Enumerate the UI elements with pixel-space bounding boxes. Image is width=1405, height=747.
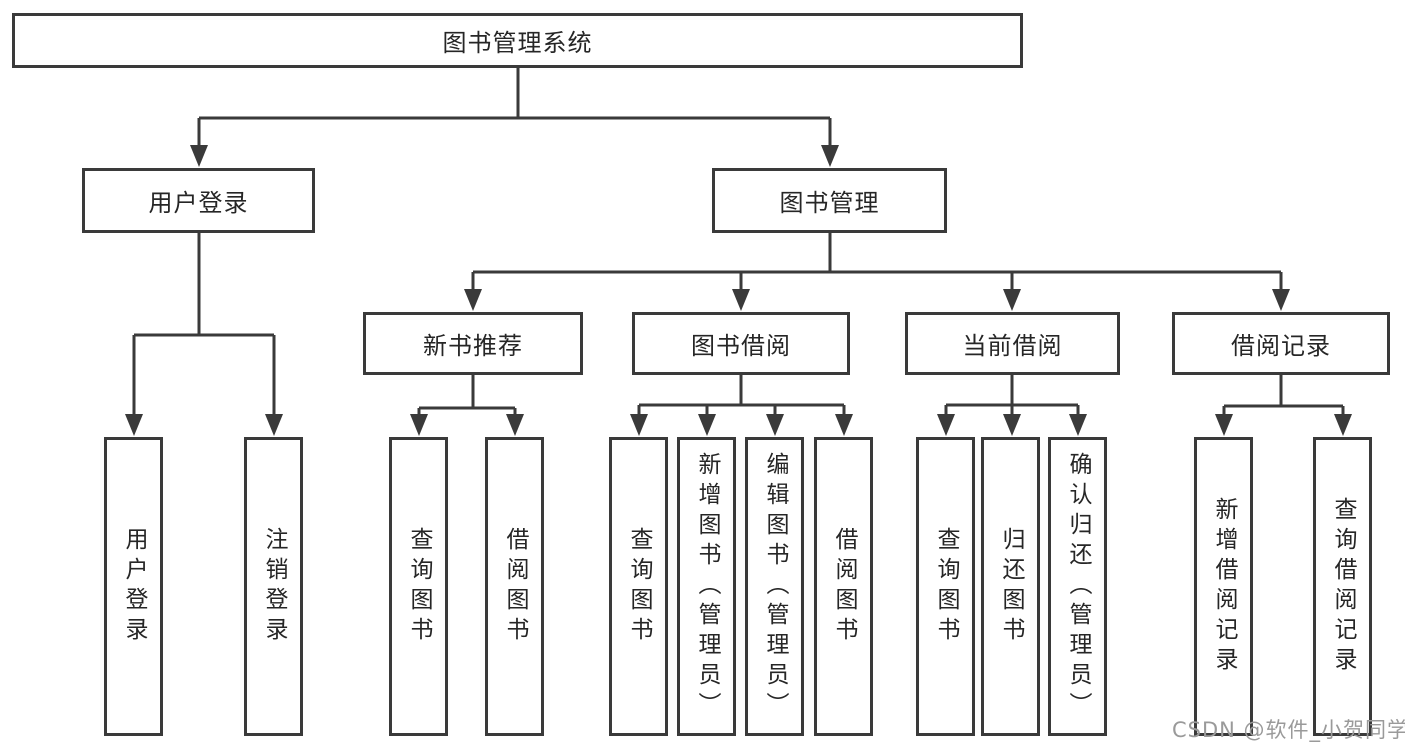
leaf-return-book: 归还图书 <box>981 437 1040 736</box>
leaf-query-books-current: 查询图书 <box>916 437 975 736</box>
node-book-management: 图书管理 <box>712 168 947 233</box>
node-user-login: 用户登录 <box>82 168 315 233</box>
leaf-add-borrow-record: 新增借阅记录 <box>1194 437 1253 736</box>
leaf-query-borrow-record: 查询借阅记录 <box>1313 437 1372 736</box>
node-library-management-system: 图书管理系统 <box>12 13 1023 68</box>
leaf-query-books-borrow: 查询图书 <box>609 437 668 736</box>
leaf-user-login: 用户登录 <box>104 437 163 736</box>
edges-current-borrow-to-leaves <box>937 375 1087 436</box>
edges-book-management-to-level3 <box>464 233 1290 311</box>
csdn-watermark: CSDN @软件_小贺同学 <box>1172 718 1405 742</box>
edges-user-login-to-leaves <box>125 233 283 436</box>
node-borrow-record: 借阅记录 <box>1172 312 1390 375</box>
edges-book-borrow-to-leaves <box>630 375 853 436</box>
leaf-borrow-books-newbook: 借阅图书 <box>485 437 544 736</box>
leaf-query-books-newbook: 查询图书 <box>389 437 448 736</box>
edges-borrow-record-to-leaves <box>1215 375 1352 436</box>
leaf-add-book-admin: 新增图书（管理员） <box>677 437 736 736</box>
leaf-logout: 注销登录 <box>244 437 303 736</box>
node-current-borrow: 当前借阅 <box>905 312 1120 375</box>
edges-root-to-level2 <box>190 68 839 167</box>
leaf-edit-book-admin: 编辑图书（管理员） <box>745 437 804 736</box>
leaf-confirm-return-admin: 确认归还（管理员） <box>1048 437 1107 736</box>
node-new-book-recommend: 新书推荐 <box>363 312 583 375</box>
leaf-borrow-books-borrow: 借阅图书 <box>814 437 873 736</box>
node-book-borrow: 图书借阅 <box>632 312 850 375</box>
edges-new-book-to-leaves <box>410 375 524 436</box>
